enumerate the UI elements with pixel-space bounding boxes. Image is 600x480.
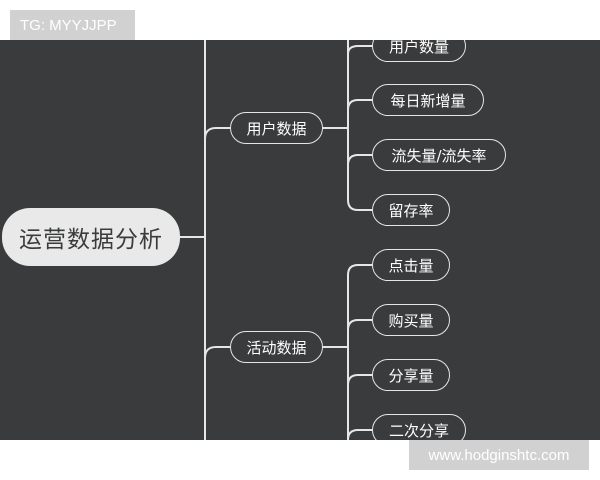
connector-1-3 [347, 429, 373, 440]
mindmap-root: 运营数据分析 [2, 208, 180, 266]
branch-user-data: 用户数据 [230, 112, 323, 144]
connector-branch-1 [204, 346, 231, 359]
watermark-bottom: www.hodginshtc.com [409, 440, 589, 470]
leaf-churn: 流失量/流失率 [372, 139, 506, 171]
connector-0-0 [347, 45, 373, 55]
leaf-daily-new: 每日新增量 [372, 84, 484, 116]
connector-0-1 [347, 99, 373, 111]
leaf-retention: 留存率 [372, 194, 450, 226]
connector-branch-0-spine [347, 40, 373, 211]
leaf-clicks: 点击量 [372, 249, 450, 281]
connector-0-2 [347, 154, 373, 166]
leaf-purchases: 购买量 [372, 304, 450, 336]
connector-1-2 [347, 374, 373, 386]
branch-activity-data: 活动数据 [230, 331, 323, 363]
leaf-user-count: 用户数量 [372, 40, 466, 62]
mindmap-connectors [179, 40, 373, 440]
leaf-shares: 分享量 [372, 359, 450, 391]
watermark-top: TG: MYYJJPP [10, 10, 135, 40]
mindmap-canvas: 运营数据分析 用户数据 活动数据 用户数量 每日新增量 流失量/流失率 留存率 … [0, 40, 600, 440]
connector-branch-1-spine [347, 264, 373, 440]
connector-1-1 [347, 319, 373, 331]
connector-branch-0 [204, 127, 231, 140]
leaf-secondary-shares: 二次分享 [372, 414, 466, 440]
